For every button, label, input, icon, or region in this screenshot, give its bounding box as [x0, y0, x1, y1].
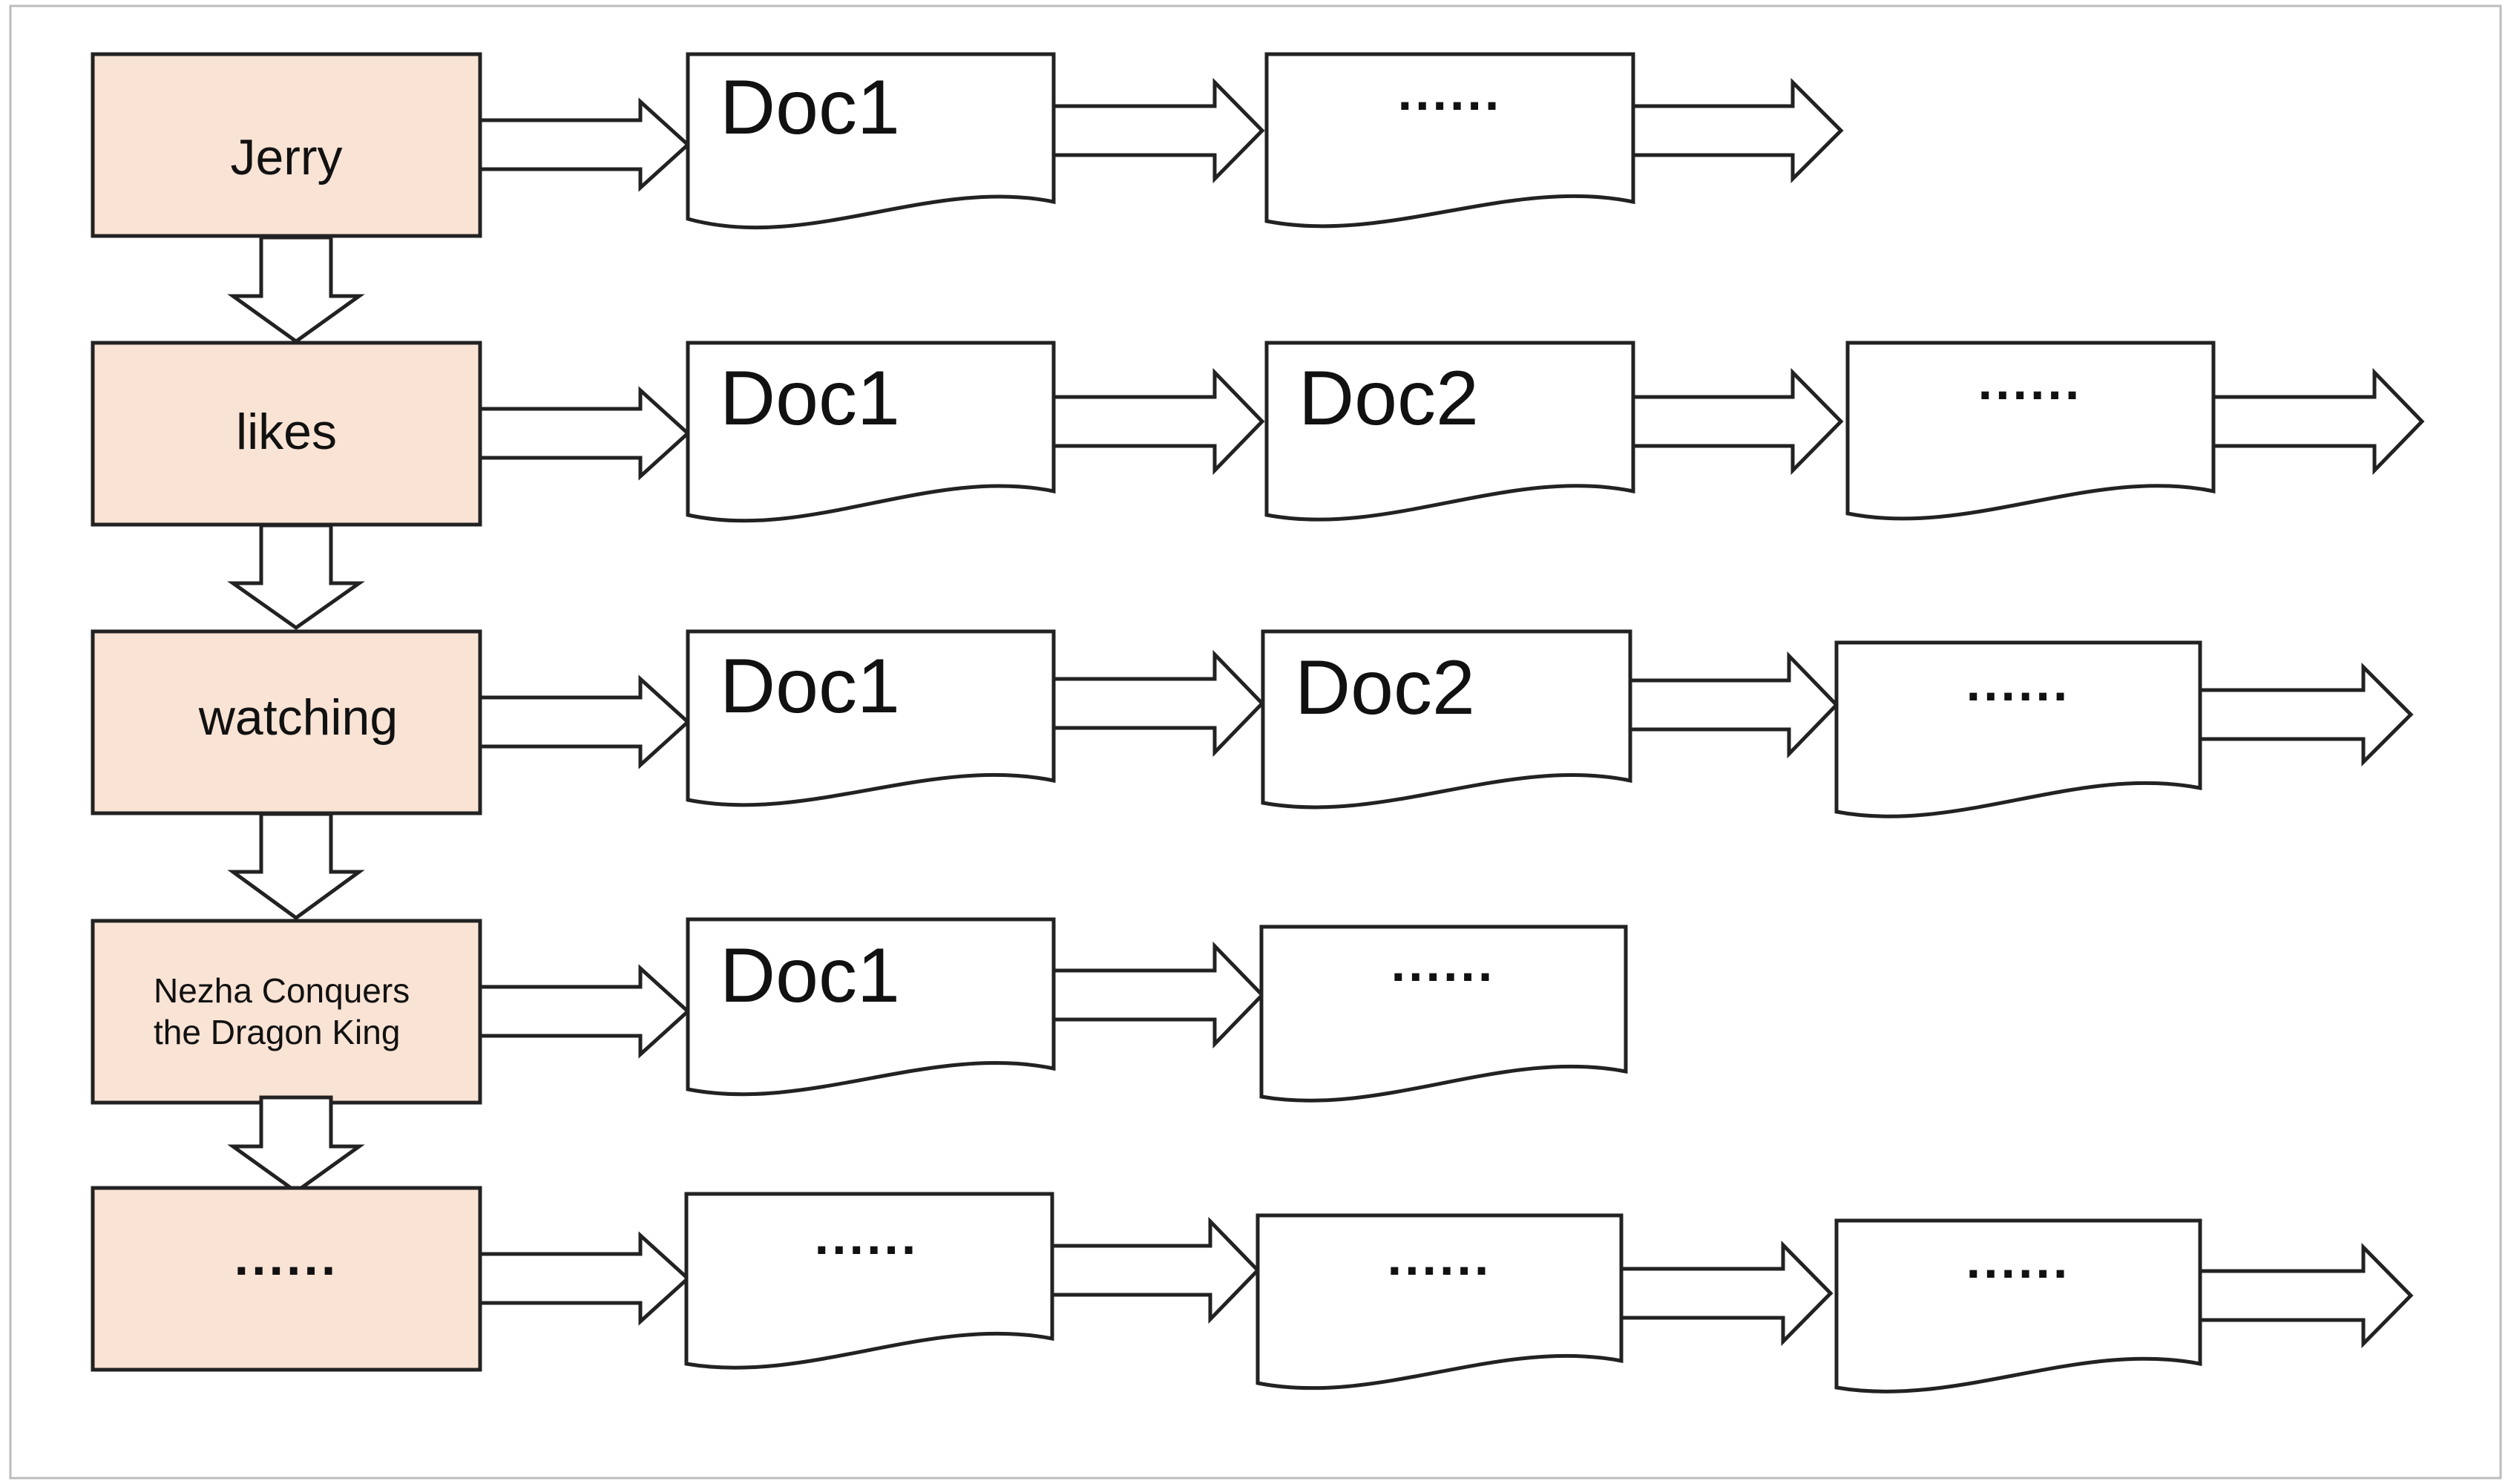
- row-likes: likes Doc1 Doc2 ......: [91, 341, 2425, 527]
- diagram-frame: [9, 4, 2502, 1480]
- term-label-watching: watching: [198, 689, 398, 746]
- posting-doc-watching-3: [1834, 640, 2202, 818]
- arrow-right-likes-to-doc1: [478, 386, 691, 481]
- posting-label-more-3: ......: [1966, 1231, 2071, 1289]
- arrow-right-watching-tail: [2198, 662, 2414, 767]
- row-watching: watching Doc1 Doc2 ......: [91, 629, 2414, 818]
- posting-doc-likes-2: [1264, 341, 1635, 522]
- posting-label-nezha-1: Doc1: [720, 933, 900, 1019]
- posting-label-watching-2: Doc2: [1295, 645, 1475, 731]
- posting-label-more-1: ......: [815, 1207, 919, 1265]
- arrow-right-more-2-to-3: [1619, 1240, 1834, 1347]
- posting-doc-jerry-1: [686, 52, 1056, 230]
- posting-doc-watching-2: [1261, 629, 1632, 810]
- arrow-right-likes-doc2-to-next: [1631, 367, 1844, 476]
- posting-label-more-2: ......: [1388, 1228, 1492, 1286]
- posting-label-jerry-1: Doc1: [720, 65, 900, 151]
- term-box-watching: [91, 629, 482, 815]
- arrow-right-jerry-doc1-to-next: [1051, 77, 1265, 184]
- posting-label-likes-3: ......: [1978, 352, 2083, 410]
- posting-doc-jerry-2: [1264, 52, 1635, 229]
- arrow-right-watching-doc1-to-doc2: [1051, 649, 1265, 758]
- arrow-right-more-tail: [2198, 1242, 2414, 1349]
- posting-label-nezha-2: ......: [1391, 934, 1496, 992]
- row-jerry: Jerry Doc1 ......: [91, 52, 1844, 238]
- arrow-right-nezha-doc1-to-next: [1051, 941, 1265, 1049]
- arrow-right-more-to-first: [478, 1231, 691, 1326]
- arrow-right-jerry-to-doc1: [478, 97, 691, 192]
- posting-label-watching-1: Doc1: [720, 643, 900, 729]
- term-label-nezha-line2: the Dragon King: [154, 1013, 400, 1051]
- arrow-down-jerry-to-likes: [227, 235, 365, 344]
- posting-label-watching-3: ......: [1966, 654, 2071, 712]
- row-more: ...... ...... ...... ......: [91, 1186, 2414, 1393]
- term-box-likes: [91, 341, 482, 527]
- arrow-right-watching-to-doc1: [478, 674, 691, 769]
- term-label-more: ......: [234, 1228, 339, 1286]
- posting-label-likes-1: Doc1: [720, 355, 900, 441]
- term-label-likes: likes: [236, 404, 337, 460]
- row-nezha: Nezha Conquers the Dragon King Doc1 ....…: [91, 917, 1628, 1105]
- posting-label-likes-2: Doc2: [1299, 355, 1479, 441]
- term-label-jerry: Jerry: [230, 129, 342, 186]
- posting-doc-more-1: [684, 1192, 1054, 1370]
- posting-doc-watching-1: [686, 629, 1056, 807]
- arrow-right-nezha-to-doc1: [478, 964, 691, 1059]
- arrow-right-likes-doc1-to-doc2: [1051, 367, 1265, 476]
- posting-doc-more-3: [1834, 1218, 2202, 1393]
- arrow-down-likes-to-watching: [227, 523, 365, 631]
- term-box-nezha: [91, 919, 482, 1105]
- arrow-right-more-1-to-2: [1050, 1216, 1261, 1324]
- arrow-right-jerry-tail: [1631, 77, 1844, 184]
- posting-doc-likes-3: [1845, 341, 2216, 521]
- posting-doc-likes-1: [686, 341, 1056, 523]
- arrow-down-watching-to-nezha: [227, 812, 365, 921]
- term-label-nezha-line1: Nezha Conquers: [154, 971, 410, 1010]
- posting-doc-nezha-1: [686, 917, 1056, 1097]
- posting-label-jerry-2: ......: [1398, 63, 1503, 121]
- term-box-more: [91, 1186, 482, 1372]
- posting-doc-nezha-2: [1259, 925, 1628, 1103]
- arrow-right-watching-doc2-to-next: [1628, 651, 1839, 759]
- posting-doc-more-2: [1256, 1213, 1624, 1391]
- arrow-right-likes-tail: [2211, 367, 2425, 476]
- arrow-down-nezha-to-more: [227, 1095, 365, 1195]
